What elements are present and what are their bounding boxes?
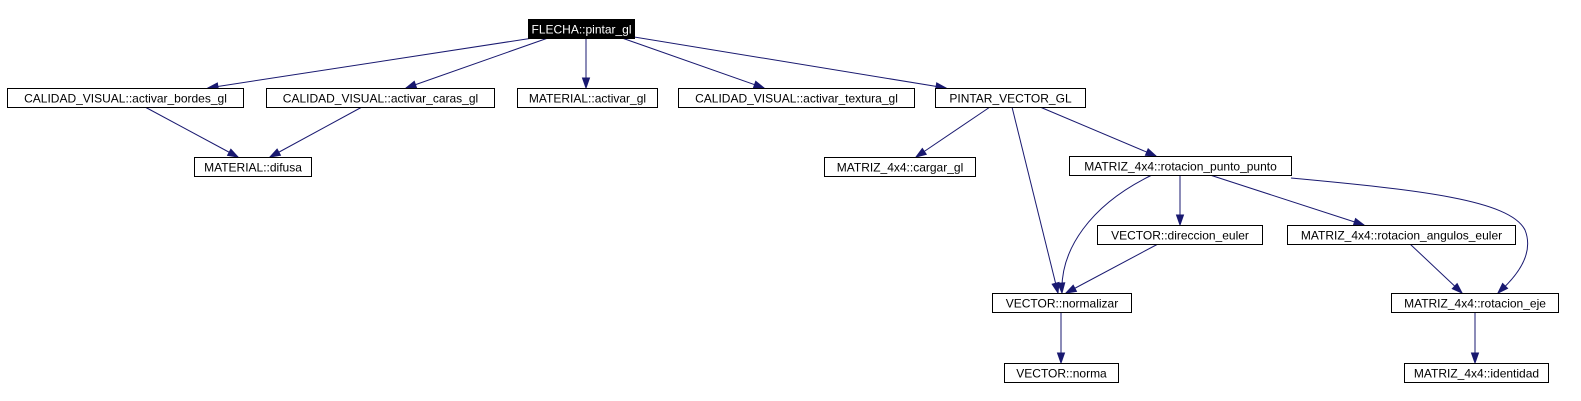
node-cv-activar-textura-gl[interactable]: CALIDAD_VISUAL::activar_textura_gl — [678, 88, 915, 108]
node-label: MATERIAL::difusa — [204, 161, 302, 175]
arrowhead-icon — [404, 80, 418, 89]
edge-matriz_rotacion_punto_punto-to-vector_direccion_euler — [1175, 175, 1185, 227]
node-vector-direccion-euler[interactable]: VECTOR::direccion_euler — [1097, 225, 1263, 245]
edge-line — [1065, 243, 1159, 294]
edge-line — [1409, 243, 1463, 294]
arrowhead-icon — [1064, 284, 1078, 294]
edge-line — [1011, 106, 1059, 294]
node-flecha-pintar-gl[interactable]: FLECHA::pintar_gl — [528, 19, 635, 39]
node-label: CALIDAD_VISUAL::activar_textura_gl — [695, 92, 898, 106]
edge-matriz_rotacion_angulos_euler-to-matriz_rotacion_eje — [1409, 243, 1464, 295]
node-matriz-cargar-gl[interactable]: MATRIZ_4x4::cargar_gl — [824, 157, 976, 177]
node-material-activar-gl[interactable]: MATERIAL::activar_gl — [517, 88, 658, 108]
arrowhead-icon — [581, 77, 591, 90]
edge-line — [207, 37, 534, 89]
nodes-layer: FLECHA::pintar_glCALIDAD_VISUAL::activar… — [7, 19, 1559, 383]
node-label: MATRIZ_4x4::identidad — [1414, 367, 1539, 381]
edge-flecha_pintar_gl-to-pintar_vector_gl — [633, 36, 948, 91]
edge-line — [269, 106, 363, 158]
node-matriz-rotacion-eje[interactable]: MATRIZ_4x4::rotacion_eje — [1391, 293, 1559, 313]
node-cv-activar-bordes-gl[interactable]: CALIDAD_VISUAL::activar_bordes_gl — [7, 88, 244, 108]
node-label: MATRIZ_4x4::cargar_gl — [837, 161, 964, 175]
arrowhead-icon — [1051, 281, 1060, 295]
arrowhead-icon — [226, 148, 240, 158]
edge-cv_activar_caras_gl-to-material_difusa — [268, 106, 363, 158]
node-box[interactable] — [1069, 156, 1292, 176]
node-box[interactable] — [1391, 293, 1559, 313]
edge-line — [915, 106, 991, 158]
node-box[interactable] — [1004, 363, 1119, 383]
node-box[interactable] — [517, 88, 658, 108]
edge-line — [633, 36, 947, 89]
edge-matriz_rotacion_eje-to-matriz_identidad — [1470, 312, 1480, 365]
node-label: PINTAR_VECTOR_GL — [949, 92, 1072, 106]
arrowhead-icon — [1352, 217, 1366, 226]
node-box[interactable] — [1097, 225, 1263, 245]
arrowhead-icon — [914, 147, 928, 158]
edge-matriz_rotacion_punto_punto-to-matriz_rotacion_eje — [1290, 177, 1529, 295]
arrowhead-icon — [1056, 352, 1066, 365]
edges-layer — [144, 36, 1529, 365]
arrowhead-icon — [1470, 352, 1480, 365]
node-box[interactable] — [194, 157, 312, 177]
node-label: MATRIZ_4x4::rotacion_angulos_euler — [1301, 229, 1502, 243]
node-label: VECTOR::normalizar — [1006, 297, 1118, 311]
edge-pintar_vector_gl-to-matriz_rotacion_punto_punto — [1039, 106, 1158, 157]
edge-flecha_pintar_gl-to-cv_activar_caras_gl — [404, 37, 549, 89]
node-box[interactable] — [266, 88, 495, 108]
edge-line — [1061, 174, 1153, 294]
arrowhead-icon — [1175, 214, 1185, 227]
node-box[interactable] — [678, 88, 915, 108]
node-box[interactable] — [824, 157, 976, 177]
edge-line — [1039, 106, 1157, 157]
arrowhead-icon — [1144, 148, 1158, 157]
edge-flecha_pintar_gl-to-material_activar_gl — [581, 38, 591, 90]
edge-cv_activar_bordes_gl-to-material_difusa — [144, 106, 240, 158]
node-box[interactable] — [935, 88, 1086, 108]
node-label: MATRIZ_4x4::rotacion_eje — [1404, 297, 1546, 311]
arrowhead-icon — [1057, 282, 1066, 295]
node-box[interactable] — [1287, 225, 1516, 245]
arrowhead-icon — [1451, 282, 1464, 295]
node-label: VECTOR::norma — [1016, 367, 1107, 381]
node-label: CALIDAD_VISUAL::activar_caras_gl — [283, 92, 478, 106]
node-vector-normalizar[interactable]: VECTOR::normalizar — [992, 293, 1132, 313]
node-box[interactable] — [1404, 363, 1549, 383]
edge-vector_normalizar-to-vector_norma — [1056, 312, 1066, 365]
edge-line — [621, 37, 765, 89]
node-box[interactable] — [992, 293, 1132, 313]
node-label: MATRIZ_4x4::rotacion_punto_punto — [1084, 160, 1277, 174]
node-cv-activar-caras-gl[interactable]: CALIDAD_VISUAL::activar_caras_gl — [266, 88, 495, 108]
edge-matriz_rotacion_punto_punto-to-vector_normalizar — [1057, 174, 1153, 295]
arrowhead-icon — [1496, 282, 1509, 295]
edge-line — [405, 37, 549, 89]
node-matriz-identidad[interactable]: MATRIZ_4x4::identidad — [1404, 363, 1549, 383]
node-material-difusa[interactable]: MATERIAL::difusa — [194, 157, 312, 177]
edge-line — [1290, 177, 1529, 294]
node-label: VECTOR::direccion_euler — [1111, 229, 1249, 243]
node-pintar-vector-gl[interactable]: PINTAR_VECTOR_GL — [935, 88, 1086, 108]
edge-line — [1209, 174, 1365, 226]
edge-line — [144, 106, 239, 158]
arrowhead-icon — [268, 148, 282, 158]
edge-pintar_vector_gl-to-vector_normalizar — [1011, 106, 1060, 295]
node-vector-norma[interactable]: VECTOR::norma — [1004, 363, 1119, 383]
node-matriz-rotacion-punto-punto[interactable]: MATRIZ_4x4::rotacion_punto_punto — [1069, 156, 1292, 176]
node-label: CALIDAD_VISUAL::activar_bordes_gl — [24, 92, 227, 106]
edge-pintar_vector_gl-to-matriz_cargar_gl — [914, 106, 991, 158]
node-box[interactable] — [528, 19, 635, 39]
edge-flecha_pintar_gl-to-cv_activar_textura_gl — [621, 37, 766, 89]
edge-flecha_pintar_gl-to-cv_activar_bordes_gl — [206, 37, 534, 91]
arrowhead-icon — [752, 80, 766, 89]
edge-vector_direccion_euler-to-vector_normalizar — [1064, 243, 1159, 294]
node-matriz-rotacion-angulos-euler[interactable]: MATRIZ_4x4::rotacion_angulos_euler — [1287, 225, 1516, 245]
node-label: MATERIAL::activar_gl — [529, 92, 646, 106]
node-label: FLECHA::pintar_gl — [532, 23, 632, 37]
node-box[interactable] — [7, 88, 244, 108]
